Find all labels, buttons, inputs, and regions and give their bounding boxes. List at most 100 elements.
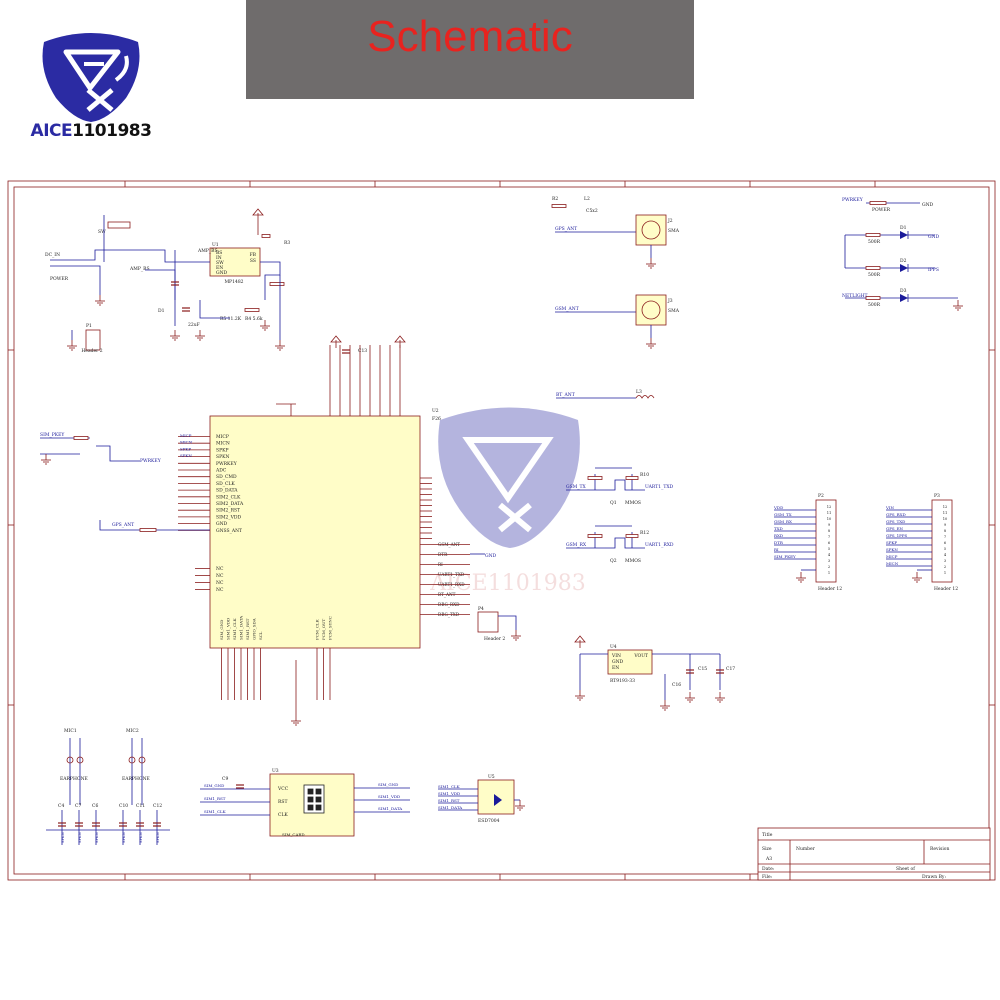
dc-in-gnd-wire [50,265,101,295]
header-net: RI [774,547,779,552]
module-pin-left: SD_CLK [216,481,235,487]
header-pin-num: 8 [828,529,831,533]
header-pin-num: 7 [944,535,947,539]
module-pin-left: PWRKEY [216,461,238,467]
inductor-ref: L3 [636,389,642,395]
esd-net: SIM1_VDD [438,791,460,796]
header-pin-num: 8 [944,529,947,533]
resistor-ref: R12 [640,530,649,536]
gps-ant-net: GPS_ANT [112,522,134,528]
level-shift-net: GSM_RX [566,542,587,548]
module-ref: U2 [432,408,439,414]
power-arrow-icon [252,208,264,216]
module-pin-left: MICN [216,441,230,447]
r-pullup [587,476,603,480]
led-ref: D2 [900,258,907,264]
led-net: GND [928,234,940,240]
sma-connector [635,214,667,246]
header-ref: P4 [478,606,484,612]
mosfet-ref: Q1 [610,500,617,506]
debug-gnd-wire [498,615,517,630]
resistor-ref: R10 [640,472,649,478]
module-pin-left: SIM2_DATA [216,501,244,507]
dc-in-label: DC_IN [45,252,60,258]
header-pin-num: 12 [827,505,832,509]
brand-name: AICE1101983 [26,121,156,141]
esd-diode-icon [494,794,502,806]
regulator-pin: SW [216,260,224,266]
power-arrow-icon [330,335,342,343]
title-block-file: File: [762,874,773,880]
header-net: VIN [885,505,894,510]
sim-pin: VCC [277,786,289,792]
header-ref: P3 [934,493,940,499]
cap-ref: C11 [136,803,145,809]
module-u2 [209,415,421,649]
sim-pin: RST [278,799,287,805]
sim-pkey-net: SIM_PKEY [40,432,65,438]
r-led [865,296,881,300]
cap-ref: C13 [358,348,367,354]
module-pin-left: ADC [215,468,227,474]
antenna-ref: J3 [667,298,673,304]
mosfet-part: MMOS [625,558,641,564]
diode-ref: D1 [158,308,165,314]
header-net: TXD [774,526,783,531]
header-pin-num: 11 [827,511,832,515]
brand-logo [26,30,156,145]
gps-ant-wire [99,520,210,531]
header-pin-num: 3 [828,559,831,563]
bt-ant-net: BT_ANT [556,392,575,398]
regulator-pin: GND [216,270,228,276]
module-pin-bottom: SCL [258,631,263,640]
header-net: VDD [773,505,783,510]
header-net: GPS_1PPS [886,533,908,538]
regulator-ref: U1 [212,242,219,248]
title-block-title: Title [762,832,773,838]
module-pin-left: MICP [216,434,229,440]
esd-part: ESD7004 [478,818,500,824]
power-arrow-icon [574,635,586,643]
mic-label: EARPHONE [60,776,88,782]
title-block-revision: Revision [930,846,949,852]
mic-ref: MIC2 [126,728,139,734]
sim-net: SIM1_CLK [204,809,227,814]
power-connector-label: POWER [50,276,69,282]
dc-in-wire [50,249,120,261]
cap-value: C5x2 [586,208,598,214]
ldo-ref: U4 [610,644,617,650]
level-shift-out: UART1_RXD [645,542,674,548]
module-pin-left: GND [216,521,228,527]
header-p1 [85,329,101,351]
module-pin-nc: NC [216,566,224,572]
header-net: SPKP [886,540,897,545]
ldo-pin: VIN [611,653,621,659]
module-pin-left: SPKP [216,447,229,453]
sim-name: SIM_CARD [282,832,305,837]
amp-label: AMP_BS [197,248,218,254]
led-net: IPPS [928,267,939,273]
power-label: POWER [872,207,891,213]
ldo-pin: VOUT [633,653,648,659]
mic-icon [128,756,136,764]
header-title: Header 12 [818,586,842,592]
sma-connector [635,294,667,326]
module-pin-left: SIM2_CLK [216,494,241,500]
header-net: GPS_RXD [886,512,906,517]
cap-ref: C9 [222,776,228,782]
title-block-size: Size [762,846,772,852]
antenna-net: GSM_ANT [555,306,579,312]
sim-contact-icon [307,788,314,795]
regulator-pin: EN [216,265,223,271]
mosfet-icon [605,479,645,491]
header-net: GSM_TX [774,512,792,517]
audio-net: MICN [180,440,193,445]
module-pin-left: GNSS_ANT [216,528,242,534]
module-pin-left: SD_CMD [216,474,237,480]
led-diode-icon [900,294,908,302]
resistor-ref: R3 [284,240,290,246]
watermark-mark-icon [462,437,554,504]
cap-ref: C7 [75,803,81,809]
module-pin-bottom: PCM_OUT [321,619,326,640]
module-pin-nc: NC [216,573,224,579]
